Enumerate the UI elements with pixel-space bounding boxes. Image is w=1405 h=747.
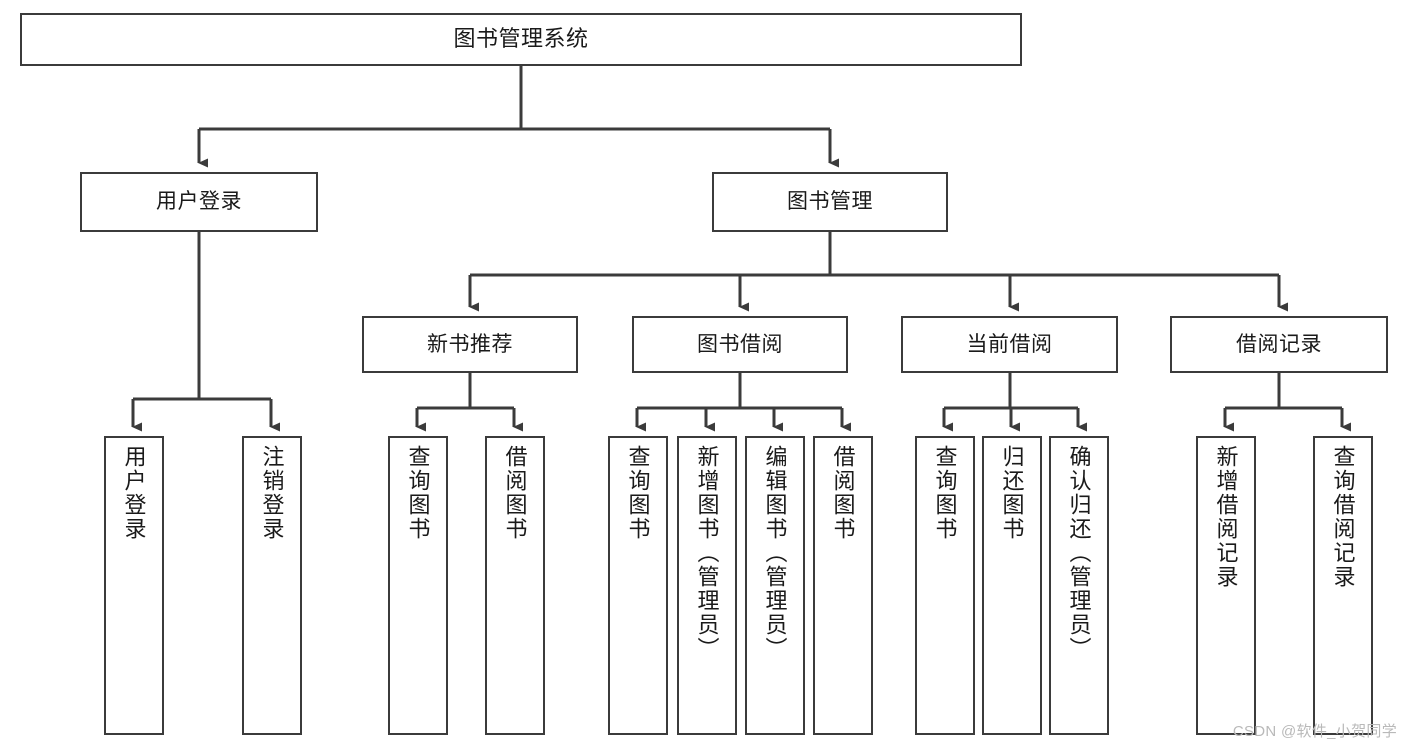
node-book-management-system[interactable]: 图书管理系统 <box>20 13 1022 66</box>
node-label: 图书管理系统 <box>453 26 589 52</box>
leaf-borrow-add-book-admin[interactable]: 新增图书（管理员） <box>677 436 737 735</box>
node-label: 借阅图书 <box>830 445 856 541</box>
leaf-user-logout[interactable]: 注销登录 <box>242 436 302 735</box>
node-label: 查询借阅记录 <box>1330 445 1356 589</box>
node-label: 图书借阅 <box>697 332 783 356</box>
node-label: 查询图书 <box>932 445 958 541</box>
leaf-current-query-book[interactable]: 查询图书 <box>915 436 975 735</box>
leaf-recommend-borrow-book[interactable]: 借阅图书 <box>485 436 545 735</box>
node-label: 新书推荐 <box>427 332 513 356</box>
node-new-book-recommendation[interactable]: 新书推荐 <box>362 316 578 373</box>
node-label: 借阅记录 <box>1236 332 1322 356</box>
node-label: 图书管理 <box>787 190 873 214</box>
node-label: 注销登录 <box>259 445 285 541</box>
node-user-login[interactable]: 用户登录 <box>80 172 318 232</box>
csdn-watermark: CSDN @软件_小贺同学 <box>1232 723 1397 740</box>
node-borrowing-record[interactable]: 借阅记录 <box>1170 316 1388 373</box>
node-label: 新增借阅记录 <box>1213 445 1239 589</box>
node-current-borrowing[interactable]: 当前借阅 <box>901 316 1118 373</box>
node-book-management[interactable]: 图书管理 <box>712 172 948 232</box>
leaf-recommend-query-book[interactable]: 查询图书 <box>388 436 448 735</box>
node-label: 借阅图书 <box>502 445 528 541</box>
leaf-borrow-edit-book-admin[interactable]: 编辑图书（管理员） <box>745 436 805 735</box>
node-label: 当前借阅 <box>966 332 1053 356</box>
node-label: 新增图书（管理员） <box>694 445 720 661</box>
node-label: 查询图书 <box>405 445 431 541</box>
leaf-borrow-lend-book[interactable]: 借阅图书 <box>813 436 873 735</box>
node-book-borrowing[interactable]: 图书借阅 <box>632 316 848 373</box>
leaf-current-confirm-return-admin[interactable]: 确认归还（管理员） <box>1049 436 1109 735</box>
leaf-user-login[interactable]: 用户登录 <box>104 436 164 735</box>
node-label: 用户登录 <box>121 445 147 541</box>
node-label: 查询图书 <box>625 445 651 541</box>
node-label: 编辑图书（管理员） <box>762 445 788 661</box>
leaf-borrow-query-book[interactable]: 查询图书 <box>608 436 668 735</box>
node-label: 归还图书 <box>999 445 1025 541</box>
leaf-current-return-book[interactable]: 归还图书 <box>982 436 1042 735</box>
node-label: 用户登录 <box>156 190 242 214</box>
node-label: 确认归还（管理员） <box>1066 445 1092 661</box>
leaf-record-query-borrow-record[interactable]: 查询借阅记录 <box>1313 436 1373 735</box>
leaf-record-add-borrow-record[interactable]: 新增借阅记录 <box>1196 436 1256 735</box>
